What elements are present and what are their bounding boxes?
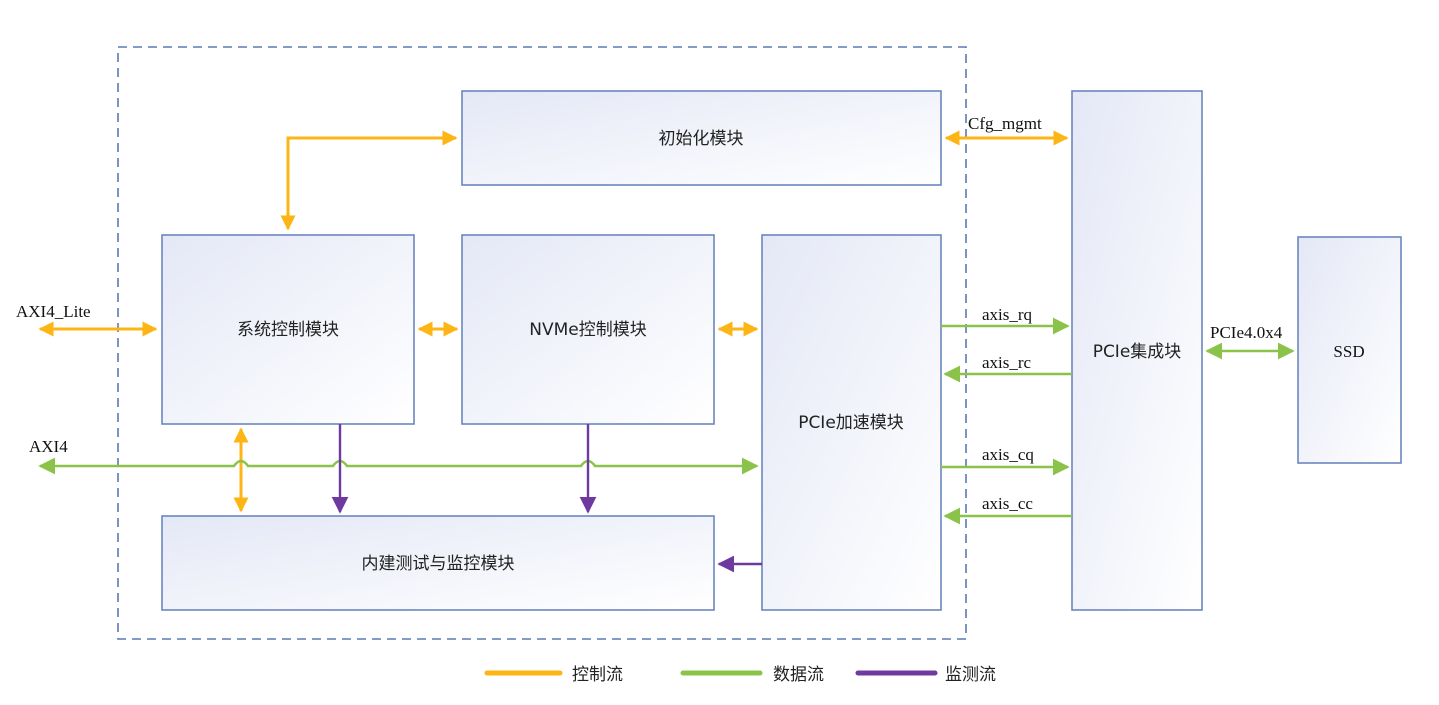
axi4-bus	[38, 457, 759, 475]
init-module-label: 初始化模块	[659, 129, 744, 149]
pcie-ip-block-label: PCIe集成块	[1093, 342, 1182, 362]
ssd-block-label: SSD	[1333, 342, 1364, 361]
axis-rc-label: axis_rc	[982, 353, 1032, 372]
axis-rq-label: axis_rq	[982, 305, 1033, 324]
axi4-label: AXI4	[29, 437, 68, 456]
axis-cc-label: axis_cc	[982, 494, 1033, 513]
axi4-lite-label: AXI4_Lite	[16, 302, 91, 321]
system-control-module: 系统控制模块	[161, 234, 415, 425]
pcie-ip-block: PCIe集成块	[1071, 90, 1203, 611]
legend-control-label: 控制流	[572, 665, 623, 685]
legend-monitor-label: 监测流	[945, 665, 996, 685]
nvme-control-module: NVMe控制模块	[461, 234, 715, 425]
init-module: 初始化模块	[461, 90, 942, 186]
axis-cq-label: axis_cq	[982, 445, 1034, 464]
sysctl-init-link	[280, 130, 458, 231]
bist-monitor-module: 内建测试与监控模块	[161, 515, 715, 611]
nvme-control-module-label: NVMe控制模块	[529, 320, 646, 340]
fpga-boundary	[117, 46, 967, 640]
cfg-mgmt-label: Cfg_mgmt	[968, 114, 1042, 133]
pcie-link-label: PCIe4.0x4	[1210, 323, 1283, 342]
legend: 控制流 数据流 监测流	[484, 665, 996, 685]
pcie-accel-module-label: PCIe加速模块	[798, 413, 904, 433]
system-control-module-label: 系统控制模块	[237, 320, 339, 340]
ssd-block: SSD	[1297, 236, 1402, 464]
pcie-accel-module: PCIe加速模块	[761, 234, 942, 611]
bist-monitor-module-label: 内建测试与监控模块	[362, 554, 515, 574]
legend-data-label: 数据流	[773, 665, 824, 685]
